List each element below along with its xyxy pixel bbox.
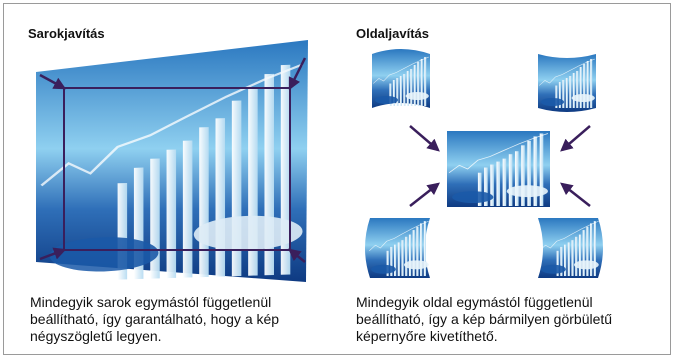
arrow-in-bottom-left-icon [409, 182, 440, 207]
arrow-in-top-right-icon [560, 125, 591, 152]
right-panel-title: Oldaljavítás [356, 26, 429, 41]
arrow-bottom-right-icon [288, 248, 306, 263]
left-caption: Mindegyik sarok egymástól függetlenül be… [30, 294, 320, 345]
arrow-bottom-left-icon [39, 247, 67, 261]
right-caption-line: képernyőre kivetíthető. [356, 328, 498, 344]
arrow-in-bottom-right-icon [560, 182, 591, 207]
left-panel-title: Sarokjavítás [28, 26, 105, 41]
left-caption-line: négyszögletű legyen. [30, 328, 162, 344]
arrow-top-right-icon [288, 57, 307, 91]
right-caption: Mindegyik oldal egymástól függetlenül be… [356, 294, 646, 345]
rectangle-outline [63, 87, 291, 251]
arrow-top-left-icon [39, 73, 67, 90]
side-correction-images [365, 49, 603, 278]
left-caption-line: Mindegyik sarok egymástól függetlenül [30, 294, 272, 310]
right-caption-line: beállítható, így a kép bármilyen görbüle… [356, 311, 613, 327]
corner-correction-image [36, 40, 308, 282]
left-caption-line: beállítható, így garantálható, hogy a ké… [30, 311, 280, 327]
arrow-in-top-left-icon [409, 125, 440, 152]
right-caption-line: Mindegyik oldal egymástól függetlenül [356, 294, 593, 310]
